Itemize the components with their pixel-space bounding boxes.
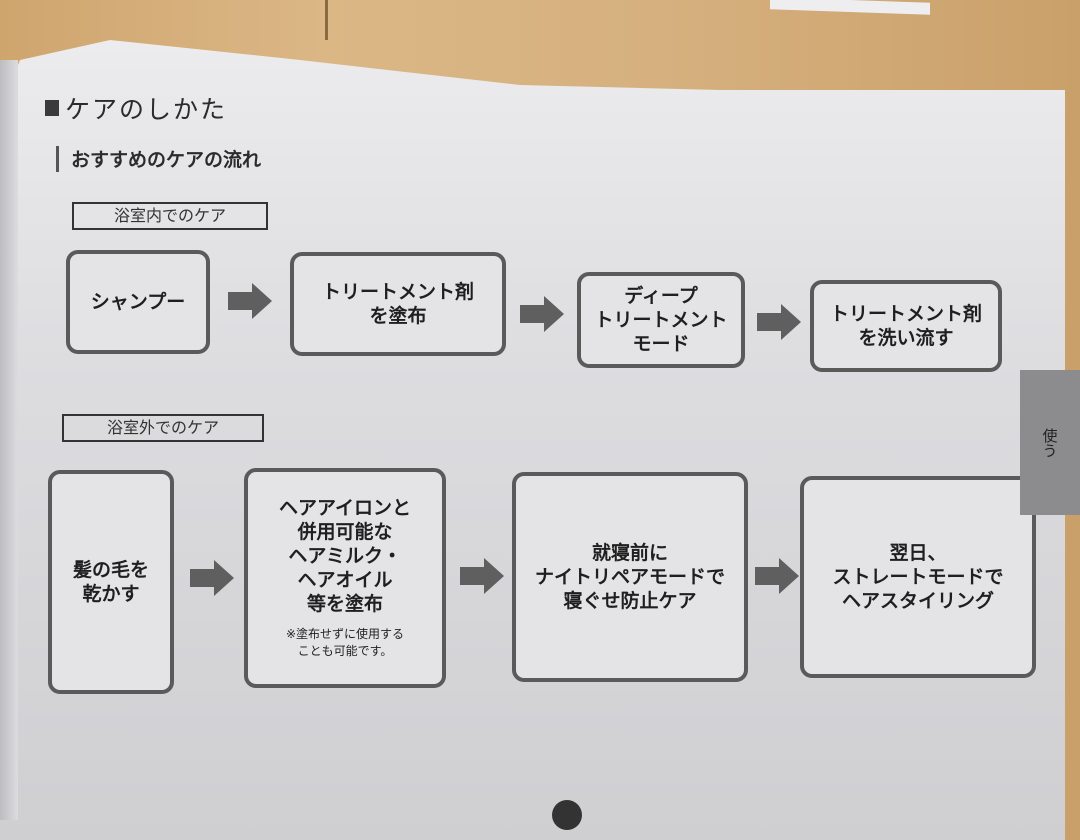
step-text: を洗い流す — [858, 327, 954, 349]
page-title: ケアのしかた — [45, 90, 227, 126]
arrow-right-icon — [228, 283, 272, 319]
arrow-right-icon — [757, 304, 801, 340]
page-spine — [0, 60, 18, 820]
step-text: トリートメント剤 — [829, 303, 982, 325]
step-text: 髪の毛を — [72, 559, 149, 581]
subtitle-text: おすすめのケアの流れ — [71, 149, 262, 171]
step-apply-hair-milk-oil: ヘアアイロンと 併用可能な ヘアミルク・ ヘアオイル 等を塗布 ※塗布せずに使用… — [244, 468, 446, 688]
step-rinse-treatment: トリートメント剤 を洗い流す — [810, 280, 1002, 372]
section-label-in-bathroom: 浴室内でのケア — [72, 202, 268, 230]
step-text: ヘアアイロンと — [278, 497, 412, 519]
step-text: 翌日、 — [889, 542, 947, 564]
square-bullet-icon — [45, 100, 59, 116]
step-text: シャンプー — [90, 291, 186, 313]
step-text: 寝ぐせ防止ケア — [563, 590, 697, 612]
step-dry-hair: 髪の毛を 乾かす — [48, 470, 174, 694]
side-index-tab: 使う — [1020, 370, 1080, 515]
step-text: 併用可能な — [297, 521, 393, 543]
step-night-repair-mode: 就寝前に ナイトリペアモードで 寝ぐせ防止ケア — [512, 472, 748, 682]
step-straight-mode-styling: 翌日、 ストレートモードで ヘアスタイリング — [800, 476, 1036, 678]
step-deep-treatment-mode: ディープ トリートメント モード — [577, 272, 745, 368]
paper-scrap — [770, 0, 930, 15]
step-text: 等を塗布 — [306, 593, 383, 615]
vertical-bar-icon — [56, 145, 59, 172]
note-text: ※塗布せずに使用する — [285, 627, 405, 641]
note-text: ことも可能です。 — [297, 644, 393, 658]
page-title-text: ケアのしかた — [65, 95, 228, 124]
step-text: モード — [632, 333, 690, 355]
step-apply-treatment: トリートメント剤 を塗布 — [290, 252, 506, 356]
step-text: ナイトリペアモードで — [534, 566, 725, 588]
step-text: ヘアミルク・ — [288, 545, 402, 567]
section-subtitle: おすすめのケアの流れ — [56, 145, 261, 172]
step-text: を塗布 — [369, 305, 427, 327]
step-note: ※塗布せずに使用する ことも可能です。 — [286, 626, 404, 660]
step-text: ディープ — [624, 285, 698, 307]
step-text: ヘアスタイリング — [841, 590, 994, 612]
arrow-right-icon — [755, 558, 799, 594]
step-shampoo: シャンプー — [66, 250, 210, 354]
arrow-right-icon — [460, 558, 504, 594]
step-text: 乾かす — [82, 583, 140, 605]
step-text: 就寝前に — [591, 542, 668, 564]
step-text: ヘアオイル — [297, 569, 393, 591]
arrow-right-icon — [520, 296, 564, 332]
step-text: トリートメント — [594, 309, 728, 331]
arrow-right-icon — [190, 560, 234, 596]
wood-table-seam — [325, 0, 328, 40]
step-text: トリートメント剤 — [321, 281, 474, 303]
section-label-outside-bathroom: 浴室外でのケア — [62, 414, 264, 442]
side-tab-label: 使う — [1040, 427, 1059, 458]
page-dot — [552, 800, 582, 830]
step-text: ストレートモードで — [832, 566, 1004, 588]
